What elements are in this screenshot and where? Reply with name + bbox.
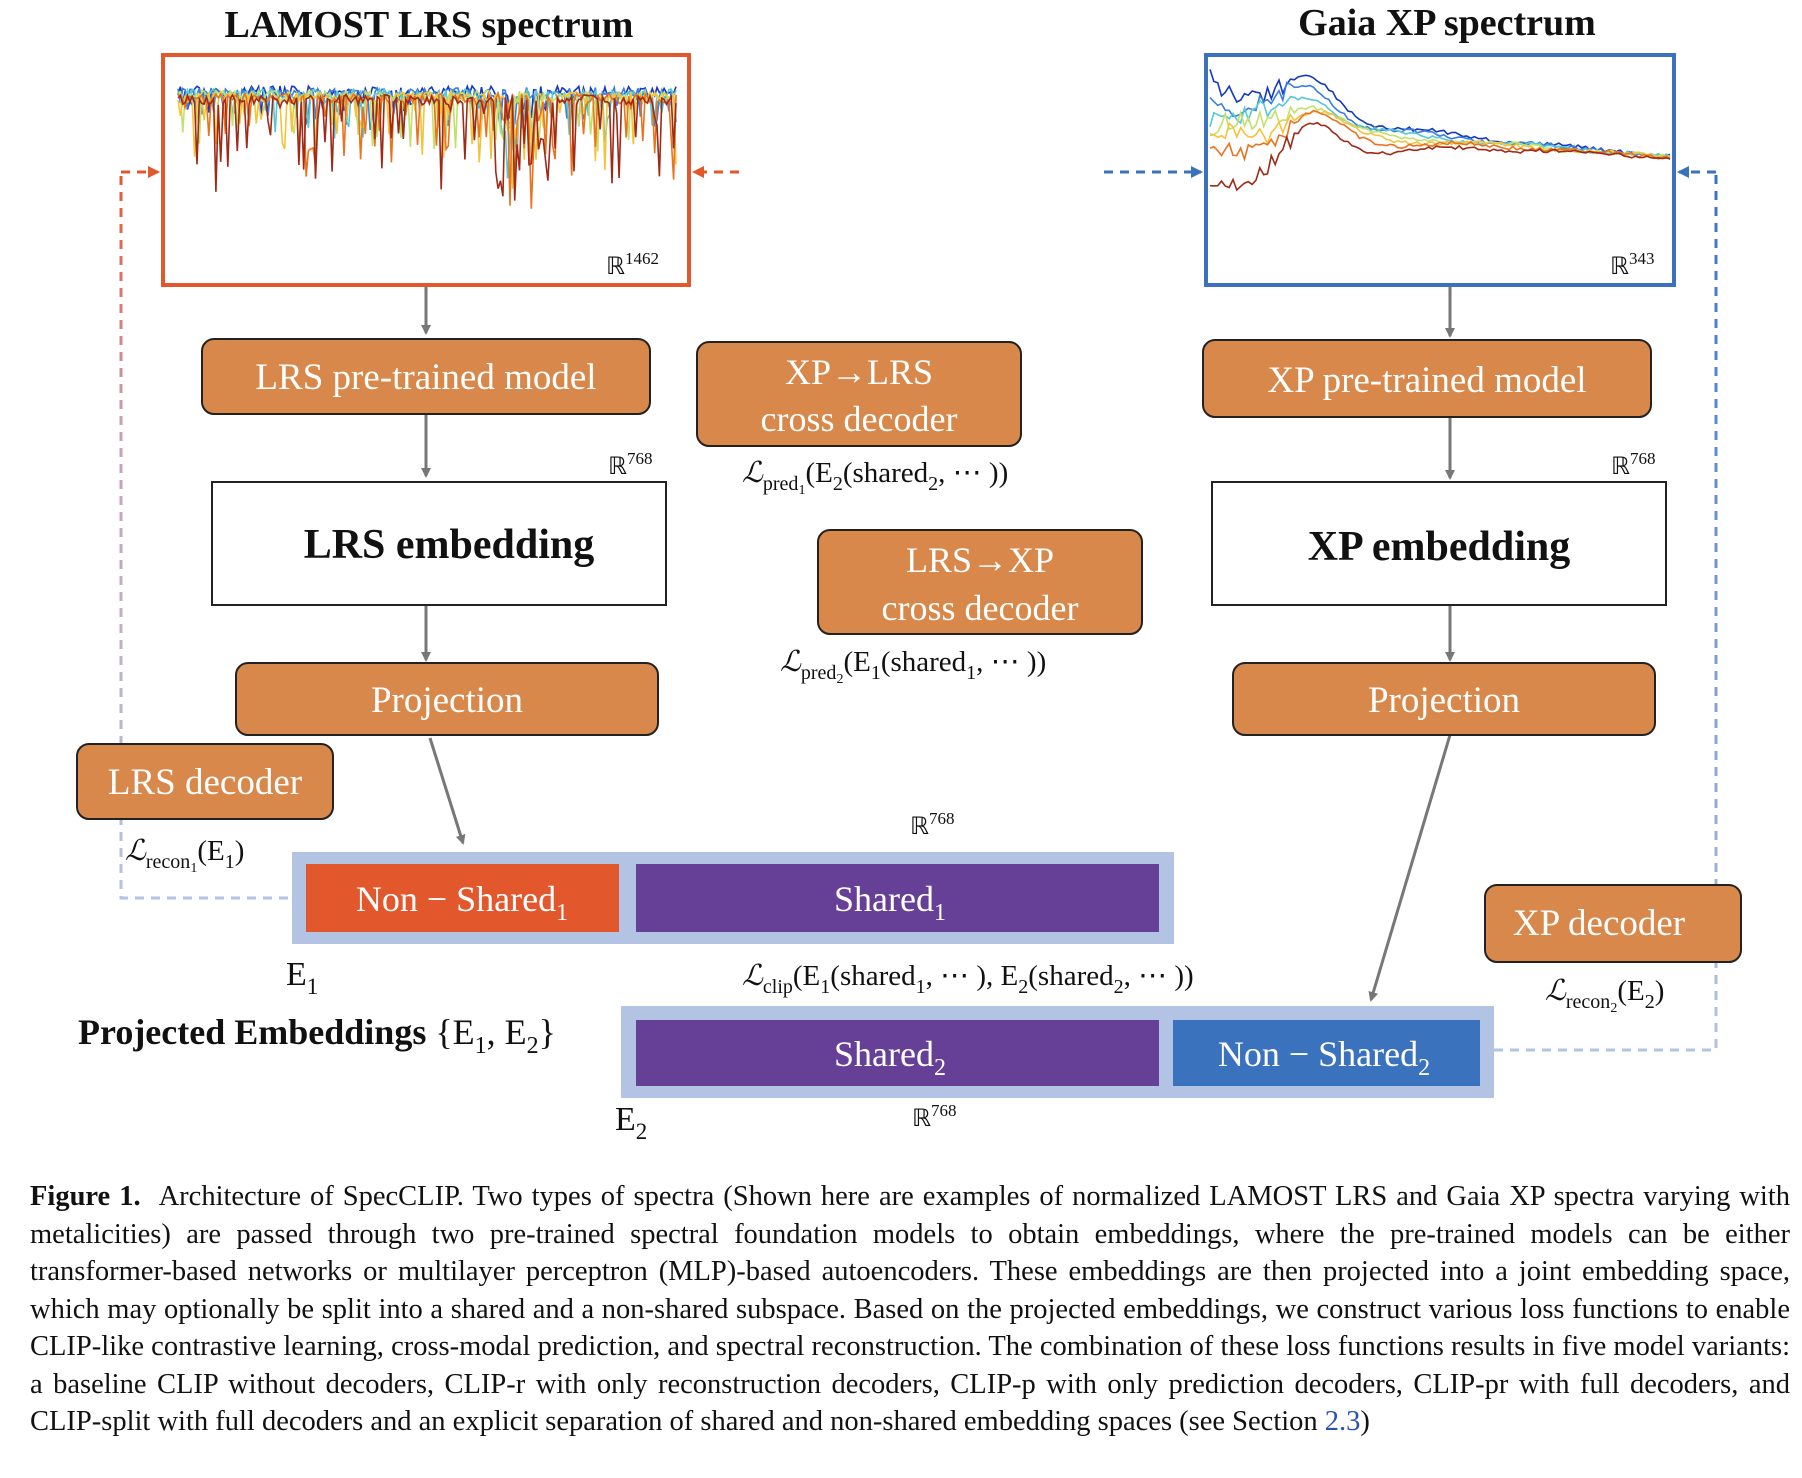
loss-recon-2-label: ℒrecon2(E2) (1545, 975, 1664, 1016)
lrs-projection-box: Projection (235, 662, 659, 736)
lrs-spectrum-title: LAMOST LRS spectrum (225, 4, 634, 46)
dashed-connectors (119, 166, 1718, 1052)
svg-text:XP decoder: XP decoder (1513, 903, 1685, 944)
projected-embeddings-label: Projected Embeddings {E1, E2} (78, 1012, 556, 1059)
lrs-dimension-label: ℝ1462 (606, 249, 659, 280)
lrs-embedding-dim: ℝ768 (608, 449, 653, 480)
xp-decoder-box: XP decoder (1484, 884, 1742, 963)
projected-embedding-e1: Non − Shared1 Shared1 ℝ768 E1 (286, 809, 1174, 999)
svg-text:XP pre-trained model: XP pre-trained model (1267, 360, 1586, 401)
xp-pretrained-model-box: XP pre-trained model (1202, 339, 1652, 418)
svg-text:Projection: Projection (1368, 680, 1520, 721)
lrs-embedding-box: LRS embedding (211, 481, 667, 606)
lrs-to-xp-cross-decoder-box: LRS→XP cross decoder (817, 529, 1143, 635)
shared-2-label: Shared2 (834, 1034, 946, 1081)
flow-arrows (421, 287, 1455, 1002)
caption-text-end: ) (1360, 1406, 1370, 1437)
lrs-pretrained-model-box: LRS pre-trained model (201, 338, 651, 415)
loss-pred-2-label: ℒpred2(E1(shared1, ⋯ )) (780, 646, 1046, 687)
e1-label: E1 (286, 956, 318, 999)
e2-label: E2 (615, 1101, 647, 1144)
section-reference-link[interactable]: 2.3 (1324, 1406, 1361, 1437)
e1-dimension-label: ℝ768 (910, 809, 955, 840)
non-shared-2-label: Non − Shared2 (1218, 1034, 1430, 1081)
xp-dimension-label: ℝ343 (1610, 249, 1655, 280)
svg-text:XP→LRS: XP→LRS (785, 352, 933, 392)
xp-to-lrs-cross-decoder-box: XP→LRS cross decoder (696, 341, 1022, 447)
lrs-decoder-box: LRS decoder (76, 743, 334, 820)
xp-embedding-box: XP embedding (1211, 481, 1667, 606)
caption-text: Architecture of SpecCLIP. Two types of s… (30, 1181, 1790, 1437)
loss-clip-label: ℒclip(E1(shared1, ⋯ ), E2(shared2, ⋯ )) (742, 960, 1194, 998)
svg-text:LRS→XP: LRS→XP (906, 540, 1054, 580)
svg-text:cross decoder: cross decoder (761, 399, 958, 439)
figure-caption: Figure 1.Architecture of SpecCLIP. Two t… (30, 1178, 1790, 1441)
lrs-spectrum-lines (177, 83, 677, 209)
e2-dimension-label: ℝ768 (912, 1101, 957, 1132)
svg-text:XP embedding: XP embedding (1308, 524, 1571, 570)
specclip-architecture-diagram: LAMOST LRS spectrum Gaia XP spectrum ℝ14… (76, 2, 1742, 1144)
svg-text:LRS embedding: LRS embedding (304, 522, 595, 568)
loss-recon-1-label: ℒrecon1(E1) (125, 835, 244, 876)
xp-spectrum-lines (1209, 69, 1671, 192)
svg-text:Projection: Projection (371, 680, 523, 721)
loss-pred-1-label: ℒpred1(E2(shared2, ⋯ )) (742, 457, 1008, 498)
svg-text:cross decoder: cross decoder (882, 588, 1079, 628)
xp-spectrum-title: Gaia XP spectrum (1298, 2, 1596, 44)
projected-embedding-e2: Shared2 Non − Shared2 ℝ768 E2 (615, 1006, 1494, 1144)
xp-embedding-dim: ℝ768 (1611, 449, 1656, 480)
non-shared-1-label: Non − Shared1 (356, 879, 568, 926)
xp-projection-box: Projection (1232, 662, 1656, 736)
lrs-spectrum-panel: ℝ1462 (161, 53, 691, 287)
shared-1-label: Shared1 (834, 879, 946, 926)
svg-text:LRS pre-trained model: LRS pre-trained model (255, 357, 596, 398)
xp-spectrum-panel: ℝ343 (1204, 53, 1676, 287)
figure-label: Figure 1. (30, 1181, 141, 1212)
svg-text:LRS decoder: LRS decoder (108, 762, 302, 803)
